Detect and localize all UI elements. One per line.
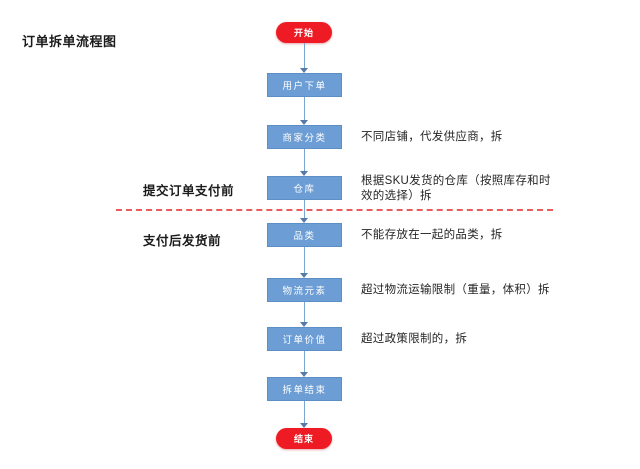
step-order-value: 订单价值 xyxy=(267,327,342,351)
arrow-down-icon xyxy=(299,200,309,223)
arrow-down-icon xyxy=(299,247,309,278)
note-merchant-category: 不同店铺，代发供应商，拆 xyxy=(361,131,503,143)
arrow-down-icon xyxy=(299,149,309,176)
arrowhead-icon xyxy=(300,218,308,223)
phase-label-before-payment: 提交订单支付前 xyxy=(143,184,235,198)
arrowhead-icon xyxy=(300,120,308,125)
arrowhead-icon xyxy=(300,68,308,73)
arrow-down-icon xyxy=(299,302,309,327)
arrow-line xyxy=(303,247,305,274)
arrow-down-icon xyxy=(299,401,309,428)
step-split-finished: 拆单结束 xyxy=(267,377,342,401)
arrowhead-icon xyxy=(300,423,308,428)
arrowhead-icon xyxy=(300,322,308,327)
step-warehouse: 仓库 xyxy=(267,176,342,200)
arrow-line xyxy=(303,43,305,69)
arrow-line xyxy=(303,149,305,172)
arrowhead-icon xyxy=(300,171,308,176)
phase-divider-dashed-line xyxy=(116,209,553,211)
note-order-value: 超过政策限制的，拆 xyxy=(361,333,468,345)
step-merchant-category: 商家分类 xyxy=(267,125,342,149)
note-warehouse: 根据SKU发货的仓库（按照库存和时效的选择）拆 xyxy=(361,175,551,202)
arrow-down-icon xyxy=(299,351,309,377)
arrow-line xyxy=(303,97,305,121)
arrowhead-icon xyxy=(300,372,308,377)
start-node: 开始 xyxy=(276,22,332,43)
arrow-line xyxy=(303,351,305,373)
end-node: 结束 xyxy=(276,428,332,449)
arrow-line xyxy=(303,302,305,323)
step-category: 品类 xyxy=(267,223,342,247)
page-title: 订单拆单流程图 xyxy=(22,34,117,49)
phase-label-after-payment: 支付后发货前 xyxy=(143,234,222,248)
note-logistics: 超过物流运输限制（重量，体积）拆 xyxy=(361,284,550,296)
arrowhead-icon xyxy=(300,273,308,278)
step-logistics-element: 物流元素 xyxy=(267,278,342,302)
note-category: 不能存放在一起的品类，拆 xyxy=(361,229,503,241)
arrow-down-icon xyxy=(299,43,309,73)
step-user-order: 用户下单 xyxy=(267,73,342,97)
arrow-line xyxy=(303,401,305,424)
arrow-down-icon xyxy=(299,97,309,125)
